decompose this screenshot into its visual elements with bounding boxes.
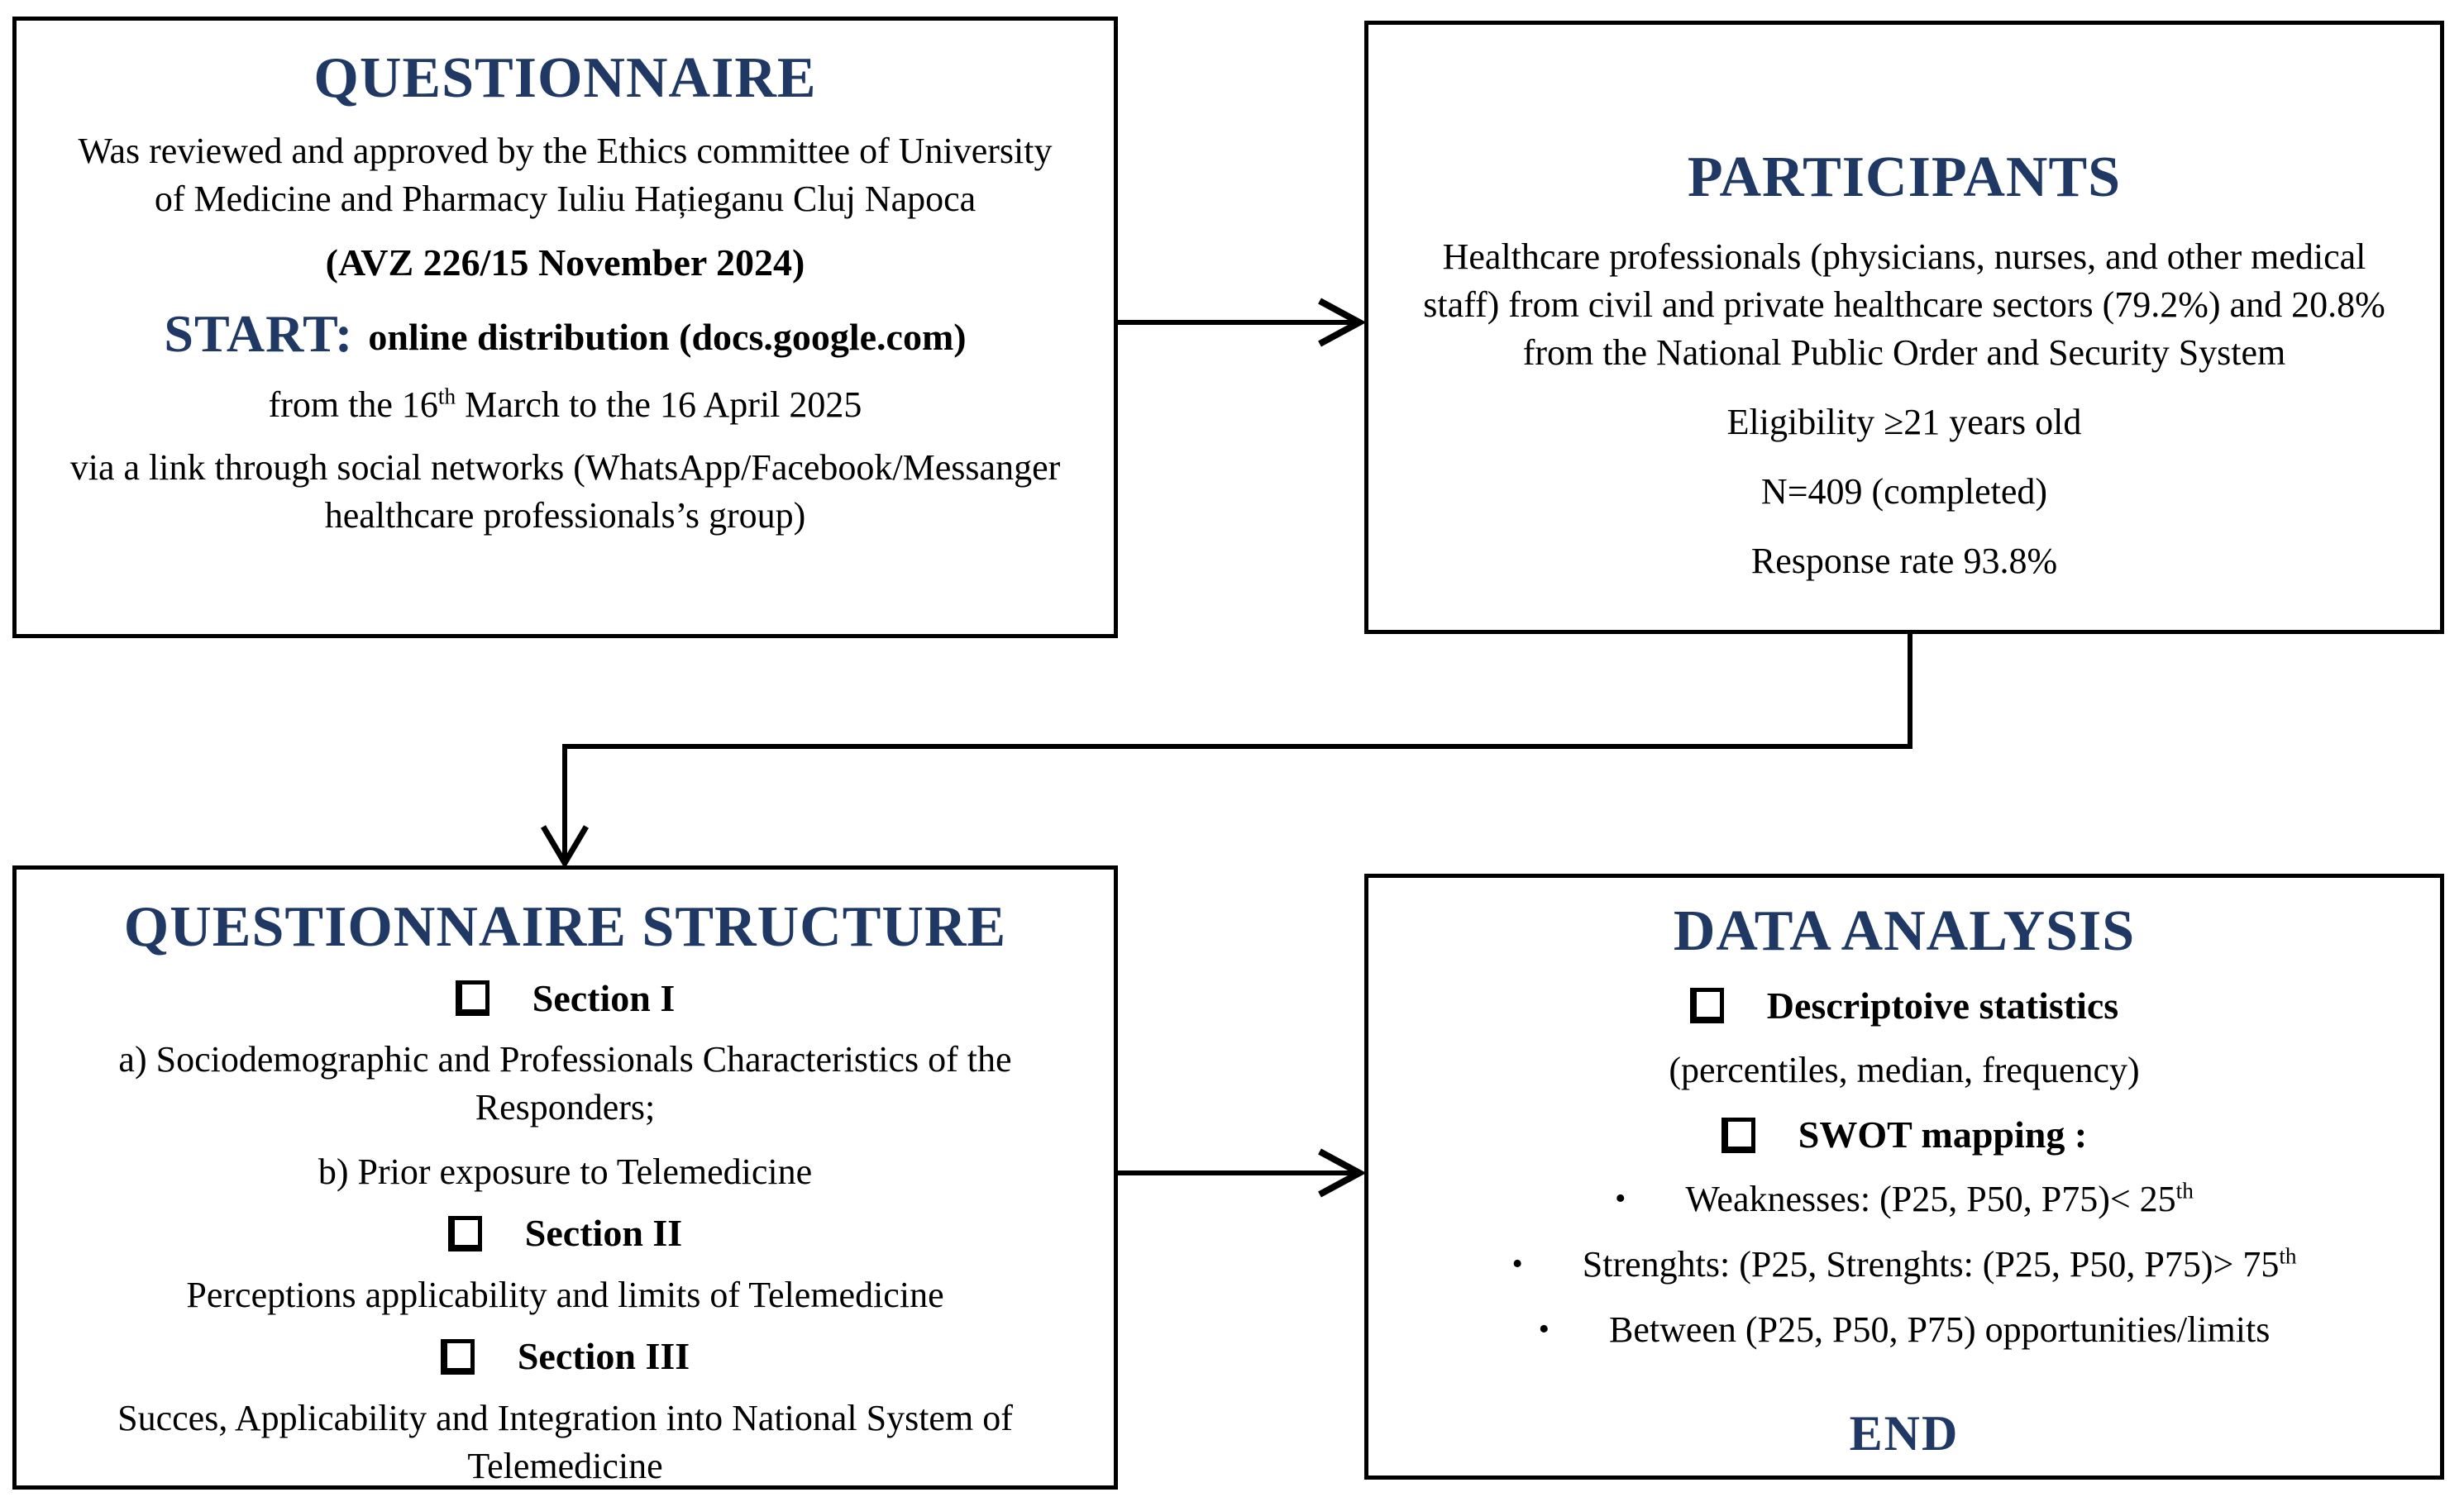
bullet-text: Between (P25, P50, P75) opportunities/li…: [1609, 1307, 2270, 1352]
ordinal-superscript: th: [2175, 1178, 2194, 1204]
questionnaire-box: QUESTIONNAIRE Was reviewed and approved …: [12, 17, 1118, 638]
ordinal-superscript: th: [437, 384, 456, 409]
ordinal-superscript: th: [2279, 1243, 2297, 1269]
approval-reference: (AVZ 226/15 November 2024): [325, 241, 805, 284]
arrow-head-icon: [1318, 1148, 1367, 1198]
descriptive-statistics-label: Descriptoive statistics: [1766, 984, 2119, 1027]
bullet-text-main: Weaknesses: (P25, P50, P75)< 25: [1685, 1178, 2176, 1219]
section-label: Section II: [524, 1212, 683, 1255]
section-label: Section I: [532, 976, 676, 1019]
connector-participants-to-structure: [540, 634, 1912, 869]
box-title: QUESTIONNAIRE: [313, 46, 817, 110]
swot-mapping-label: SWOT mapping :: [1798, 1113, 2088, 1156]
response-rate-text: Response rate 93.8%: [1750, 540, 2058, 581]
section-3-text: Succes, Applicability and Integration in…: [117, 1397, 1013, 1486]
questionnaire-structure-box: QUESTIONNAIRE STRUCTURE Section I a) Soc…: [12, 865, 1118, 1490]
swot-strengths-bullet: • Strenghts: (P25, Strenghts: (P25, P50,…: [1511, 1242, 2296, 1287]
start-line: START: online distribution (docs.google.c…: [164, 303, 966, 366]
arrow-structure-to-analysis: [1118, 1148, 1367, 1198]
box-title: PARTICIPANTS: [1687, 145, 2122, 209]
ethics-review-text: Was reviewed and approved by the Ethics …: [78, 130, 1053, 219]
descriptive-statistics-note: (percentiles, median, frequency): [1669, 1050, 2140, 1091]
distribution-channels-text: via a link through social networks (What…: [69, 447, 1061, 536]
end-label: END: [1849, 1405, 1960, 1461]
bullet-icon: •: [1511, 1247, 1523, 1282]
participants-box: PARTICIPANTS Healthcare professionals (p…: [1364, 21, 2444, 634]
checkbox-icon: [1689, 988, 1724, 1024]
arrow-questionnaire-to-participants: [1118, 298, 1367, 347]
box-title: DATA ANALYSIS: [1673, 899, 2136, 963]
section-1-item-b: b) Prior exposure to Telemedicine: [318, 1151, 813, 1193]
checkbox-icon: [1721, 1117, 1755, 1153]
section-label: Section III: [517, 1335, 690, 1377]
checkbox-icon: [447, 1216, 482, 1252]
bullet-text: Strenghts: (P25, Strenghts: (P25, P50, P…: [1583, 1242, 2297, 1287]
section-2-row: Section II: [447, 1212, 683, 1255]
bullet-icon: •: [1538, 1312, 1550, 1347]
section-2-text: Perceptions applicability and limits of …: [186, 1274, 944, 1315]
swot-mapping-row: SWOT mapping :: [1721, 1114, 2087, 1156]
section-3-row: Section III: [440, 1335, 690, 1378]
period-suffix: March to the 16 April 2025: [456, 384, 862, 426]
bullet-text: Weaknesses: (P25, P50, P75)< 25th: [1685, 1176, 2193, 1222]
swot-between-bullet: • Between (P25, P50, P75) opportunities/…: [1539, 1307, 2271, 1352]
swot-weaknesses-bullet: • Weaknesses: (P25, P50, P75)< 25th: [1615, 1176, 2194, 1222]
distribution-period: from the 16th March to the 16 April 2025: [269, 381, 862, 429]
start-text: online distribution (docs.google.com): [368, 316, 967, 359]
start-label: START:: [164, 304, 354, 364]
box-title: QUESTIONNAIRE STRUCTURE: [123, 895, 1007, 959]
checkbox-icon: [440, 1338, 475, 1375]
descriptive-statistics-row: Descriptoive statistics: [1689, 984, 2119, 1027]
period-prefix: from the 16: [268, 384, 438, 426]
bullet-text-main: Between (P25, P50, P75) opportunities/li…: [1608, 1309, 2271, 1350]
section-1-row: Section I: [455, 976, 676, 1020]
arrow-head-icon: [540, 825, 590, 869]
section-1-item-a: a) Sociodemographic and Professionals Ch…: [118, 1039, 1012, 1128]
participants-description: Healthcare professionals (physicians, nu…: [1423, 236, 2385, 373]
eligibility-text: Eligibility ≥21 years old: [1726, 401, 2082, 442]
sample-size-text: N=409 (completed): [1760, 470, 2048, 512]
data-analysis-box: DATA ANALYSIS Descriptoive statistics (p…: [1364, 874, 2444, 1480]
bullet-text-main: Strenghts: (P25, Strenghts: (P25, P50, P…: [1582, 1243, 2280, 1285]
checkbox-icon: [455, 980, 489, 1017]
arrow-head-icon: [1318, 298, 1367, 347]
bullet-icon: •: [1615, 1181, 1626, 1217]
connector-line: [562, 634, 1912, 858]
